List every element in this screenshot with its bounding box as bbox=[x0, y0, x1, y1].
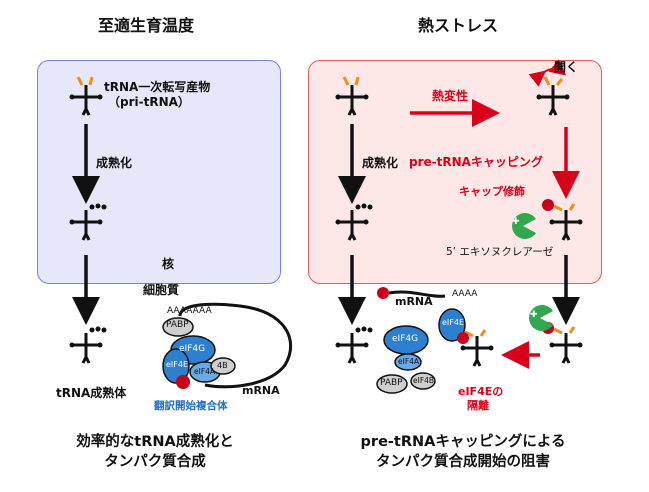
pri-trna-label-2: （pri-tRNA） bbox=[108, 95, 190, 109]
trna-mature-cytoplasm-left bbox=[68, 326, 107, 365]
pabp-label-right: PABP bbox=[380, 378, 403, 388]
eif4g-label-left: eIF4G bbox=[179, 344, 206, 354]
pabp-label-left: PABP bbox=[166, 320, 189, 330]
pri-trna-left bbox=[68, 76, 104, 117]
trna-eif4e-bound bbox=[459, 329, 495, 368]
eif4e-label-left: eIF4E bbox=[166, 360, 189, 369]
trna-mature-cytoplasm-right bbox=[334, 326, 373, 365]
polya-label-right: AAAA bbox=[452, 289, 478, 299]
sequester-label-2: 隔離 bbox=[467, 399, 489, 412]
capping-label: pre-tRNAキャッピング bbox=[409, 155, 543, 169]
svg-text:✚: ✚ bbox=[512, 217, 520, 227]
polya-label-left: AAAAAAA bbox=[167, 306, 212, 316]
maturation-label-left: 成熟化 bbox=[96, 156, 133, 170]
eif4a-label-left: eIF4A bbox=[194, 367, 216, 376]
eif4e-label-right: eIF4E bbox=[442, 318, 465, 327]
caption-right: pre-tRNAキャッピングによる タンパク質合成開始の阻害 bbox=[318, 432, 608, 472]
trna-mature-nucleus-left bbox=[68, 203, 107, 242]
eif4a-label-right: eIF4A bbox=[398, 357, 420, 366]
trna-capped-nucleus bbox=[542, 199, 584, 242]
mrna-label-right: mRNA bbox=[395, 295, 433, 308]
complex-label: 翻訳開始複合体 bbox=[154, 400, 228, 412]
svg-text:✚: ✚ bbox=[530, 310, 538, 320]
denature-label: 熱変性 bbox=[432, 89, 469, 103]
caption-right-line1: pre-tRNAキャッピングによる bbox=[360, 434, 566, 450]
eif4e-bound-shape bbox=[438, 308, 466, 342]
mrna-label-left: mRNA bbox=[242, 384, 280, 397]
cytoplasm-label-left: 細胞質 bbox=[143, 283, 180, 297]
title-right: 熱ストレス bbox=[418, 16, 499, 35]
translation-complex-left bbox=[162, 302, 293, 389]
sequester-label-1: eIF4Eの bbox=[458, 385, 504, 398]
title-left: 至適生育温度 bbox=[98, 16, 195, 35]
eif4b-free-shape bbox=[410, 372, 436, 390]
mrna-free bbox=[377, 287, 446, 299]
pri-trna-right bbox=[334, 76, 370, 117]
caption-left: 効率的なtRNA成熟化と タンパク質合成 bbox=[20, 432, 290, 472]
cap-mod-label: キャップ修飾 bbox=[459, 185, 525, 198]
trna-denatured bbox=[528, 59, 571, 117]
mature-trna-label: tRNA成熟体 bbox=[56, 386, 127, 400]
pabp-free-shape bbox=[376, 374, 408, 394]
exonuclease-cytoplasm bbox=[529, 305, 553, 331]
trna-mature-nucleus-right bbox=[334, 203, 373, 242]
eif4b-label-left: 4B bbox=[217, 361, 228, 370]
caption-left-line2: タンパク質合成 bbox=[104, 454, 206, 470]
eif4a-free-shape bbox=[394, 353, 422, 371]
caption-right-line2: タンパク質合成開始の阻害 bbox=[376, 454, 550, 470]
nucleus-label-left: 核 bbox=[162, 257, 175, 271]
exonuclease-nucleus bbox=[512, 213, 536, 240]
open-label: 開く bbox=[554, 60, 579, 74]
maturation-label-right: 成熟化 bbox=[362, 156, 399, 170]
pri-trna-label-1: tRNA一次転写産物 bbox=[104, 80, 211, 94]
exonuclease-label: 5’ エキソヌクレアーゼ bbox=[446, 246, 554, 258]
caption-left-line1: 効率的なtRNA成熟化と bbox=[76, 434, 234, 450]
eif4b-label-right: eIF4B bbox=[413, 376, 435, 385]
eif4g-label-right: eIF4G bbox=[392, 334, 419, 344]
